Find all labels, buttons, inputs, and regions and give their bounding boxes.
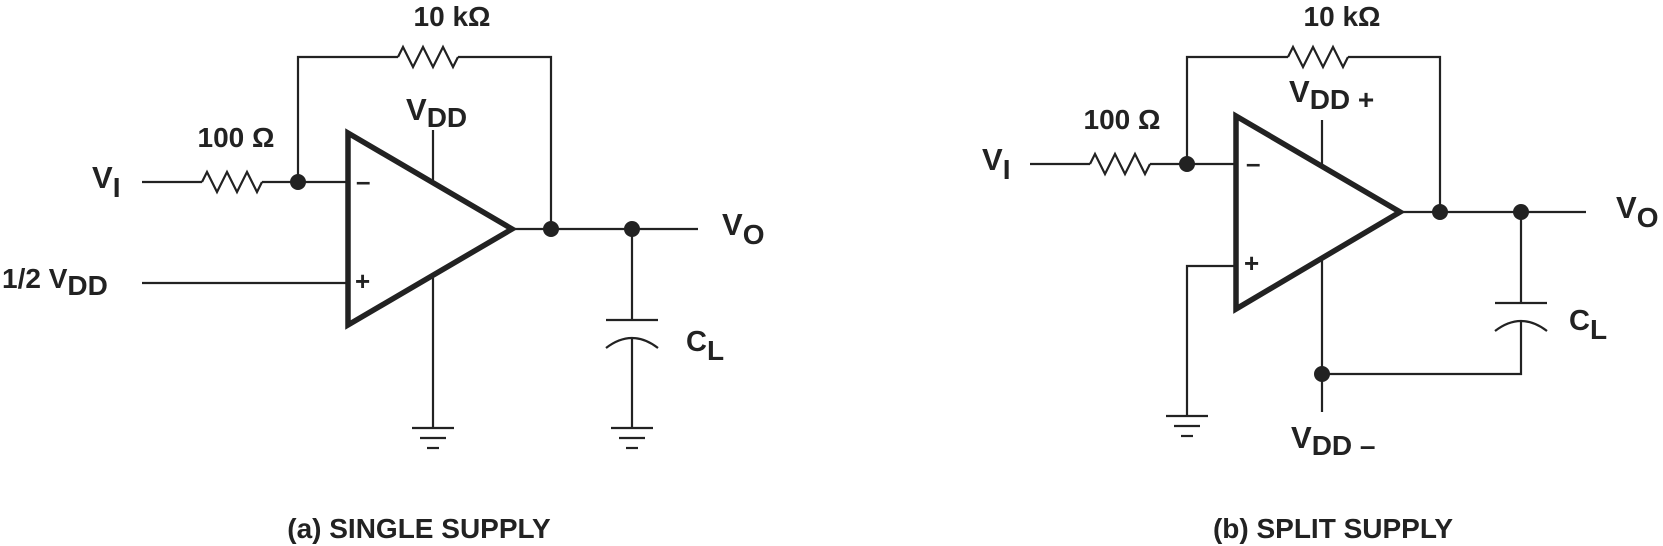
supply-label-a: VDD	[406, 92, 467, 133]
output-node-b-1	[1432, 204, 1448, 220]
input-resistor-b	[1089, 151, 1151, 177]
ground-symbol-b	[1166, 414, 1208, 438]
load-label-b: CL	[1569, 305, 1607, 345]
input-resistor-label-a: 100 Ω	[198, 122, 275, 153]
negative-supply-label-b: VDD –	[1291, 420, 1375, 461]
feedback-resistor-label-a: 10 kΩ	[414, 1, 491, 32]
feedback-wire-b-right	[1348, 55, 1442, 212]
feedback-wire-a-left	[296, 55, 398, 182]
ground-symbol-a-cap	[611, 426, 653, 450]
output-label-a: VO	[722, 207, 764, 250]
caption-b: (b) SPLIT SUPPLY	[1213, 513, 1453, 544]
load-label-a: CL	[686, 326, 724, 366]
cap-return-wire-b	[1322, 329, 1523, 376]
reference-label-a: 1/2 VDD	[2, 263, 108, 301]
feedback-resistor-b	[1287, 44, 1349, 70]
feedback-resistor-label-b: 10 kΩ	[1304, 1, 1381, 32]
positive-supply-label-b: VDD +	[1289, 74, 1374, 115]
input-label-a: VI	[92, 160, 120, 203]
circuit-a-single-supply: – + 10 kΩ 100 Ω VI 1/2 VDD VDD	[2, 1, 764, 544]
op-amp-b	[1233, 111, 1406, 314]
circuit-b-split-supply: – + 10 kΩ 100 Ω VI VDD + VDD – VO CL (b)…	[982, 1, 1658, 544]
output-node-a-1	[543, 221, 559, 237]
noninverting-sign-a: +	[355, 266, 370, 296]
input-resistor-a	[201, 169, 263, 195]
ground-symbol-a	[412, 426, 454, 450]
feedback-resistor-a	[397, 44, 459, 70]
noninverting-wire-b	[1185, 264, 1236, 416]
inverting-sign-a: –	[356, 166, 370, 196]
input-resistor-label-b: 100 Ω	[1084, 104, 1161, 135]
caption-a: (a) SINGLE SUPPLY	[287, 513, 551, 544]
noninverting-sign-b: +	[1244, 248, 1259, 278]
feedback-wire-b-left	[1185, 55, 1288, 164]
output-label-b: VO	[1616, 190, 1658, 233]
input-label-b: VI	[982, 142, 1010, 185]
feedback-wire-a-right	[458, 55, 553, 229]
op-amp-a	[345, 128, 518, 330]
inverting-sign-b: –	[1246, 148, 1260, 178]
